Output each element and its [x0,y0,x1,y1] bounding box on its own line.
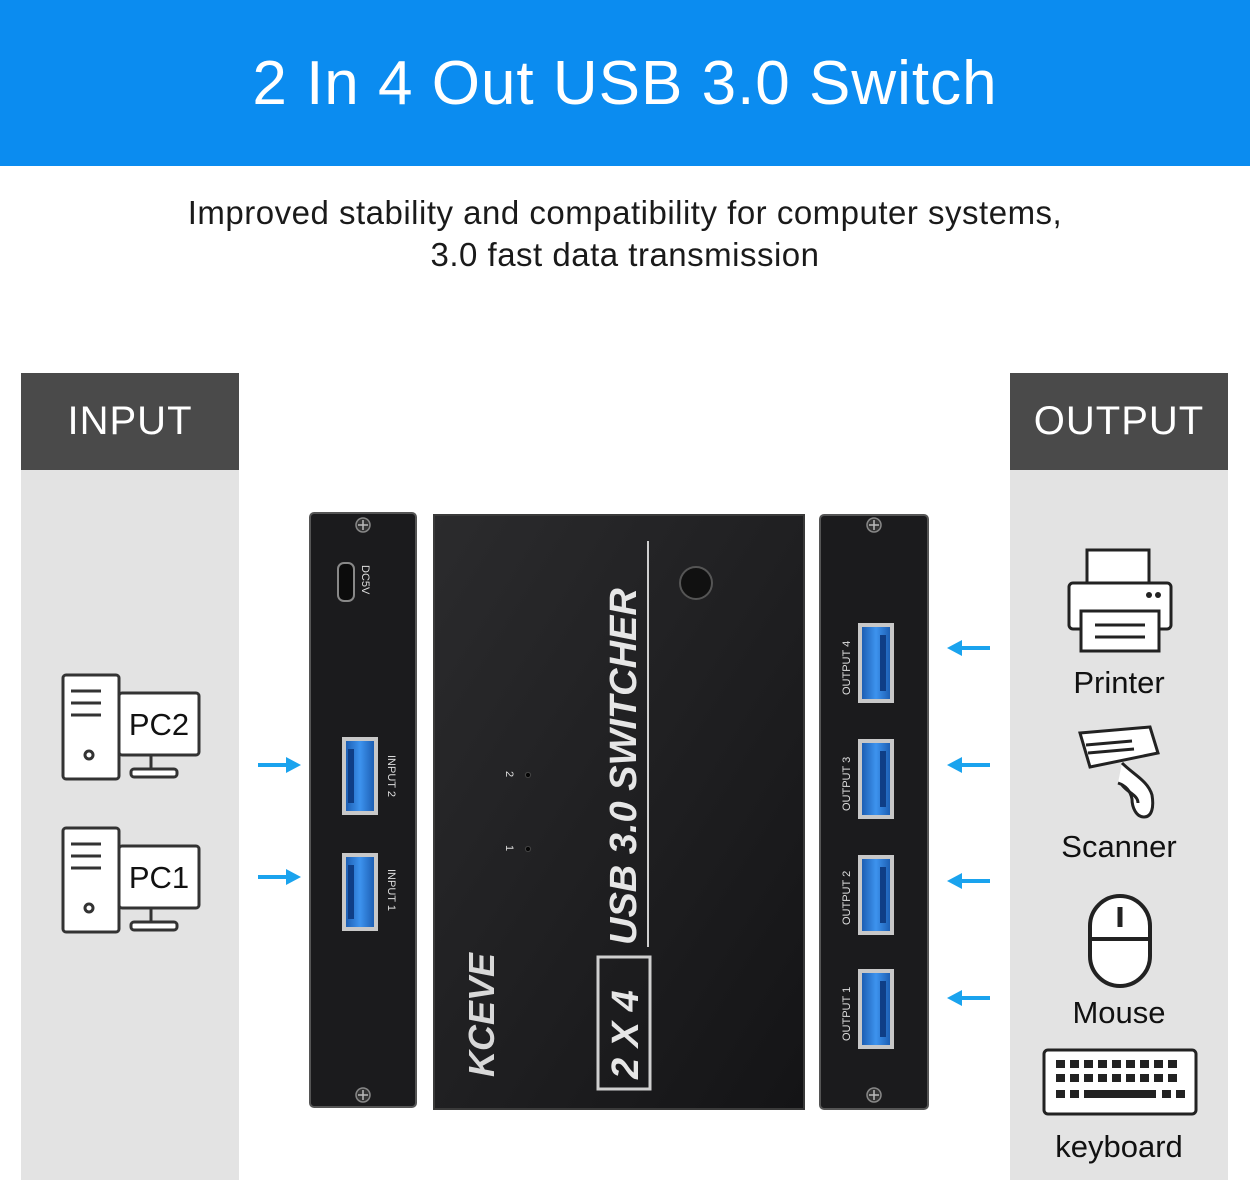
mouse-device [1087,893,1153,996]
switch-product-image: DC5V INPUT 2 INPUT 1 2 1 USB 3.0 SWITCHE… [309,512,929,1110]
subtitle: Improved stability and compatibility for… [0,192,1250,276]
title-banner: 2 In 4 Out USB 3.0 Switch [0,0,1250,166]
usb-port-input-2 [342,737,378,815]
output-side-panel: OUTPUT 4 OUTPUT 3 OUTPUT 2 OUTPUT 1 [819,514,929,1110]
keyboard-device [1042,1048,1198,1123]
pc1-device: PC1 [61,826,206,943]
pc2-label: PC2 [129,707,189,742]
output-2-label: OUTPUT 2 [841,871,853,925]
output-1-label: OUTPUT 1 [841,987,853,1041]
output-panel: OUTPUT Printer Scanner Mouse [1010,373,1228,1180]
switch-button [679,566,713,600]
mouse-label: Mouse [1072,995,1166,1030]
output-4-label: OUTPUT 4 [841,641,853,695]
usb-port-input-1 [342,853,378,931]
keyboard-icon [1042,1048,1198,1116]
mouse-icon [1088,894,1152,988]
input-2-label: INPUT 2 [385,755,397,797]
badge-text: 2 X 4 [605,990,647,1080]
power-label: DC5V [359,565,371,595]
arrow-left-icon [947,873,990,889]
computer-icon: PC1 [61,826,201,934]
printer-icon [1067,548,1173,653]
arrow-right-icon [258,757,301,773]
scanner-icon [1078,725,1160,819]
pc2-device: PC2 [61,673,206,790]
arrow-right-icon [258,869,301,885]
arrow-left-icon [947,990,990,1006]
brand-logo: KCEVE [461,952,502,1077]
led-2 [524,771,532,779]
arrow-left-icon [947,640,990,656]
scanner-label: Scanner [1061,829,1177,864]
output-heading: OUTPUT [1010,373,1228,470]
keyboard-label: keyboard [1055,1129,1183,1164]
power-port [337,562,355,602]
usb-port-output-2 [858,855,894,935]
led-1 [524,845,532,853]
switch-body: 2 1 USB 3.0 SWITCHER 2 X 4 KCEVE [433,514,805,1110]
pc1-label: PC1 [129,860,189,895]
arrow-left-icon [947,757,990,773]
printer-label: Printer [1073,665,1165,700]
printer-device [1065,545,1175,660]
usb-port-output-3 [858,739,894,819]
model-text: USB 3.0 SWITCHER [603,588,645,945]
usb-port-output-1 [858,969,894,1049]
subtitle-line-2: 3.0 fast data transmission [430,236,820,273]
page-title: 2 In 4 Out USB 3.0 Switch [252,48,998,118]
input-1-label: INPUT 1 [385,869,397,911]
scanner-device [1072,723,1167,828]
led-1-label: 1 [503,845,515,851]
usb-port-output-4 [858,623,894,703]
computer-icon: PC2 [61,673,201,781]
subtitle-line-1: Improved stability and compatibility for… [187,194,1063,231]
input-side-panel: DC5V INPUT 2 INPUT 1 [309,512,417,1108]
output-3-label: OUTPUT 3 [841,757,853,811]
led-2-label: 2 [503,771,515,777]
input-panel: INPUT PC2 PC1 [21,373,239,1180]
input-heading: INPUT [21,373,239,470]
